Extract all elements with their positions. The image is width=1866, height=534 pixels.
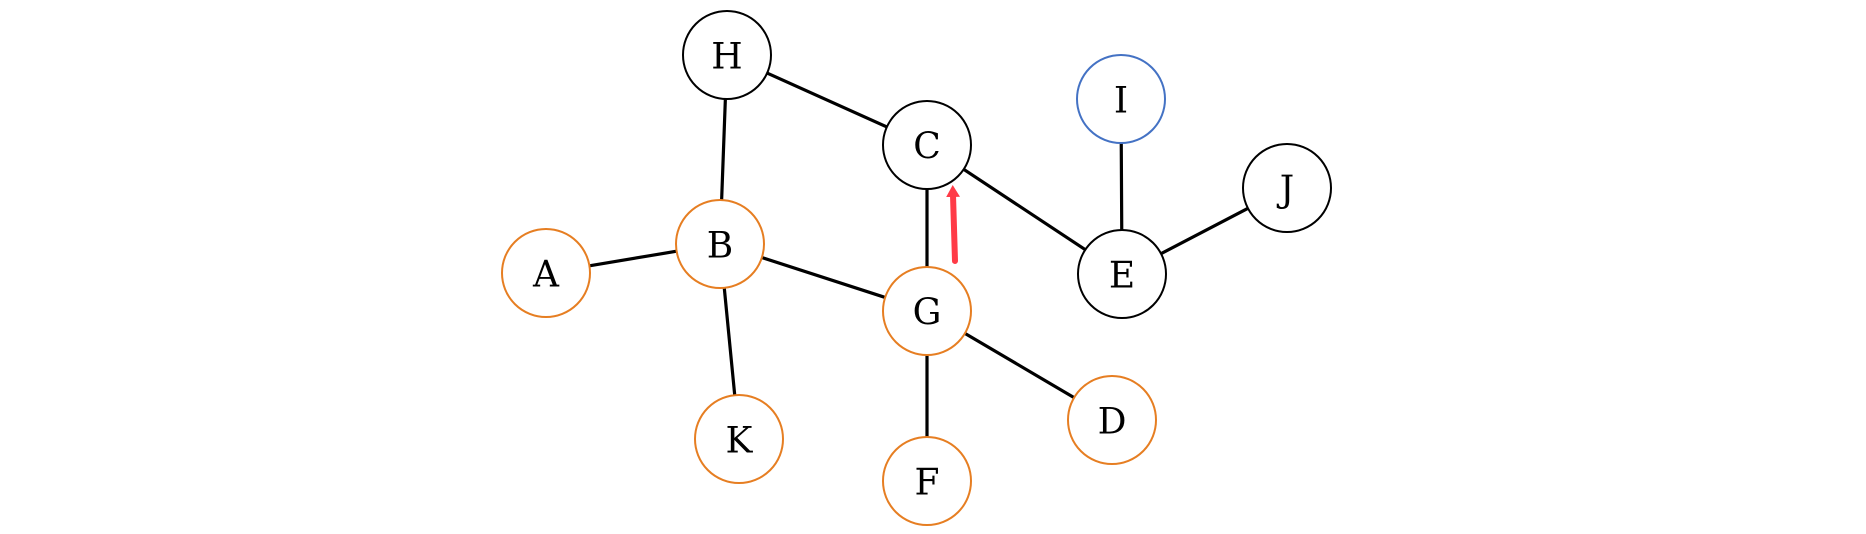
edge-c-e [962,167,1087,252]
node-g: G [882,266,972,356]
node-circle-b [675,199,765,289]
node-circle-i [1076,54,1166,144]
edge-b-g [760,255,887,300]
node-label-j: J [1276,170,1294,211]
edge-h-b [720,97,727,202]
node-k: K [694,394,784,484]
node-circle-d [1067,375,1157,465]
edge-b-k [722,286,737,397]
node-h: H [682,10,772,100]
node-label-g: G [913,293,942,334]
edge-h-c [765,71,889,129]
node-label-b: B [707,226,733,267]
edges-layer [587,71,1250,439]
node-label-c: C [913,127,941,168]
node-label-k: K [726,421,754,462]
node-c: C [882,100,972,190]
node-j: J [1242,143,1332,233]
node-label-h: H [711,37,742,78]
node-f: F [882,436,972,526]
node-label-i: I [1114,81,1128,122]
node-circle-c [882,100,972,190]
node-label-a: A [532,255,560,296]
node-label-e: E [1109,256,1135,297]
node-d: D [1067,375,1157,465]
node-circle-k [694,394,784,484]
nodes-layer: H C I J B A E G K D F [501,10,1332,526]
node-i: I [1076,54,1166,144]
node-circle-j [1242,143,1332,233]
edge-b-a [587,249,679,268]
node-circle-f [882,436,972,526]
node-label-f: F [915,463,940,504]
node-circle-h [682,10,772,100]
traversal-arrow [946,185,961,264]
edge-g-d [963,331,1076,400]
node-label-d: D [1098,402,1127,443]
node-e: E [1077,229,1167,319]
node-b: B [675,199,765,289]
edge-e-j [1159,206,1250,256]
node-circle-e [1077,229,1167,319]
node-circle-g [882,266,972,356]
node-circle-a [501,228,591,318]
arrow-layer [946,185,961,264]
node-a: A [501,228,591,318]
